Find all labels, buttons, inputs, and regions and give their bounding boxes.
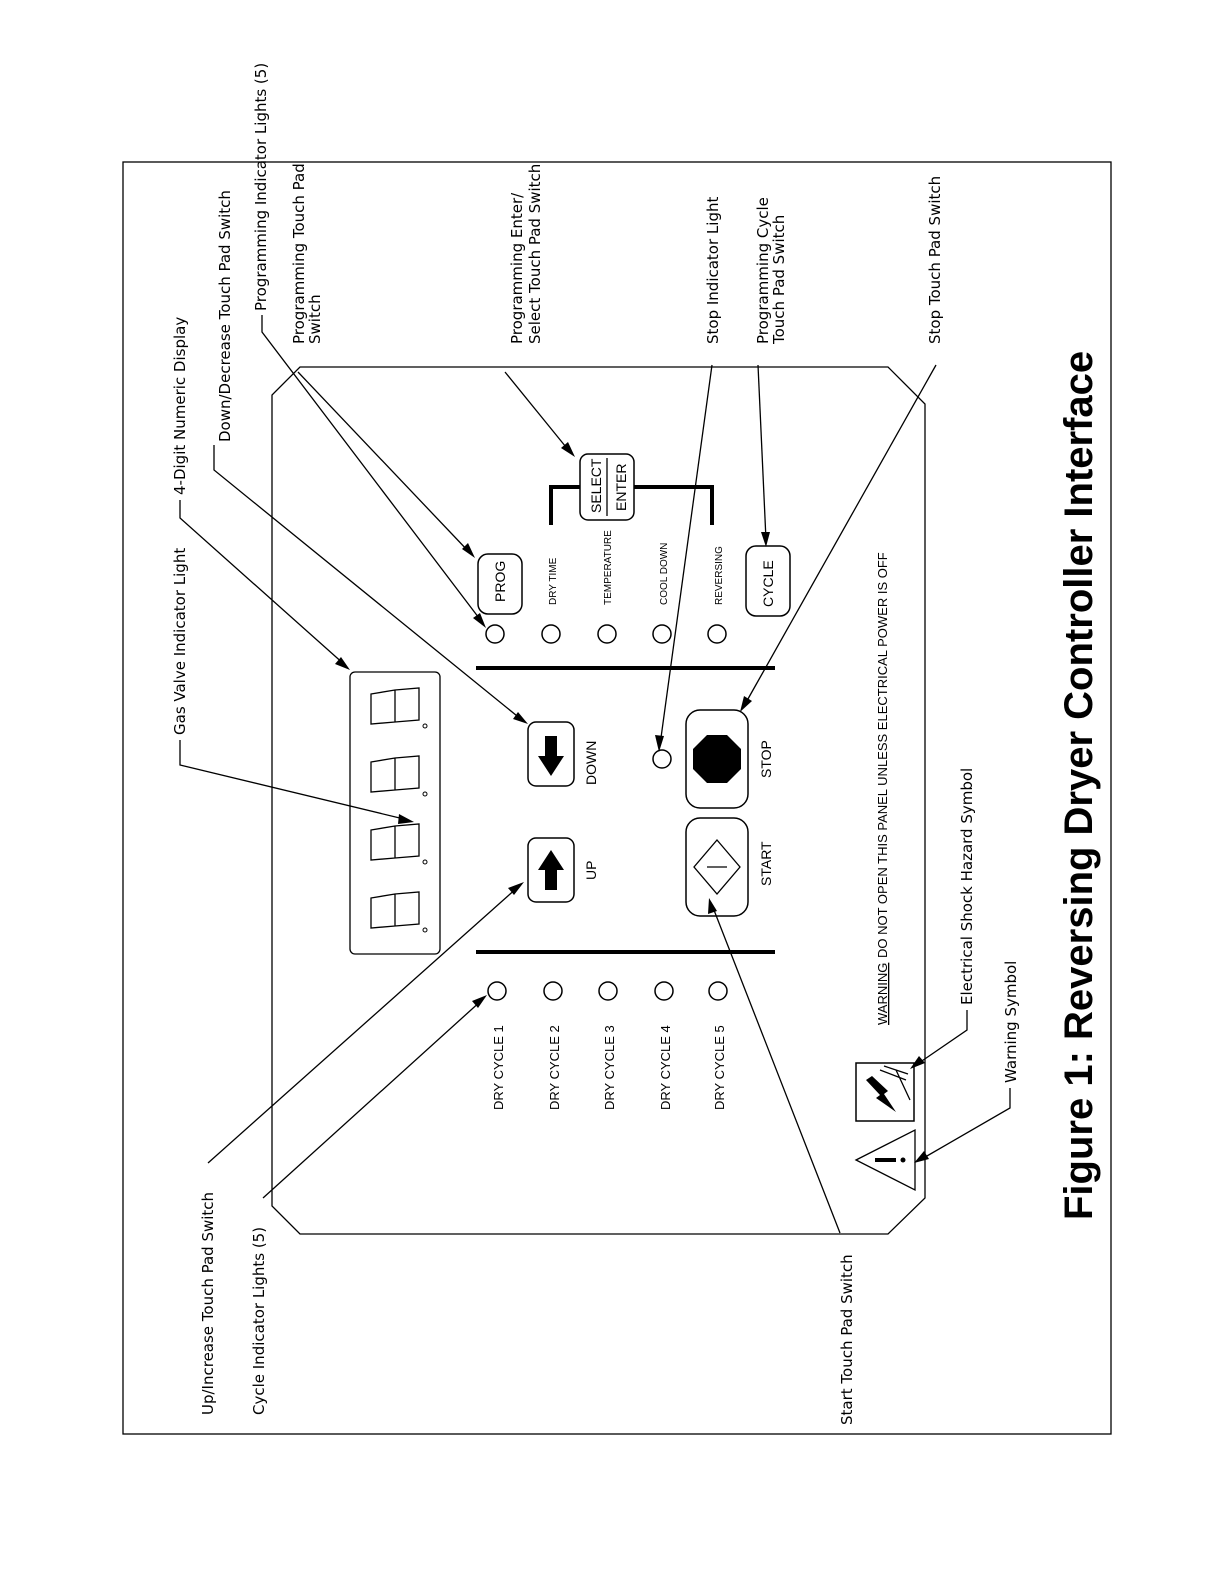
callout-prog-switch-2: Switch [306,294,324,344]
dry-cycle-light-4 [654,981,674,1001]
callout-labels: Up/Increase Touch Pad Switch Cycle Indic… [171,63,1020,1425]
digit-4 [370,687,428,729]
callout-cycle-switch-1: Programming Cycle [754,197,772,344]
shock-hazard-icon [855,1062,915,1122]
start-label: START [758,841,774,886]
down-arrow-icon [538,736,564,776]
dry-cycle-label-4: DRY CYCLE 4 [658,1025,673,1110]
figure-title: Figure 1: Reversing Dryer Controller Int… [1057,351,1101,1220]
prog-item-reversing: REVERSING [714,546,725,605]
callout-enter-1: Programming Enter/ [508,192,526,344]
dry-cycle-label-5: DRY CYCLE 5 [712,1025,727,1110]
start-button[interactable] [685,817,749,917]
prog-button-label: PROG [492,561,508,602]
prog-light-2 [597,624,617,644]
warning-triangle-icon [854,1128,916,1192]
figure-frame [122,161,1112,1435]
up-arrow-icon [538,850,564,890]
select-label: SELECT [588,458,604,513]
callout-down-decrease: Down/Decrease Touch Pad Switch [216,190,234,442]
cycle-button-label: CYCLE [760,560,776,607]
programming-list: DRY TIME TEMPERATURE COOL DOWN REVERSING [485,530,727,644]
dry-cycle-light-3 [598,981,618,1001]
prog-light-0 [485,624,505,644]
warning-word: WARNING [875,963,890,1025]
callout-cycle-switch-2: Touch Pad Switch [770,215,788,345]
prog-item-cool-down: COOL DOWN [659,543,670,605]
warning-text: DO NOT OPEN THIS PANEL UNLESS ELECTRICAL… [875,552,890,958]
callout-stop-light: Stop Indicator Light [704,197,722,344]
cycle-button[interactable]: CYCLE [745,545,791,617]
digit-1 [370,891,428,933]
stop-indicator-light [652,749,672,769]
numeric-display [349,671,441,955]
dry-cycle-list: DRY CYCLE 1 DRY CYCLE 2 DRY CYCLE 3 DRY … [487,981,728,1110]
callout-prog-switch-1: Programming Touch Pad [290,163,308,344]
stop-button[interactable] [685,709,749,809]
callout-warning-symbol: Warning Symbol [1002,961,1020,1083]
prog-item-temperature: TEMPERATURE [603,530,614,605]
prog-item-dry-time: DRY TIME [548,557,559,605]
dry-cycle-light-1 [487,981,507,1001]
start-diamond-icon [693,838,741,896]
digit-2 [370,823,428,865]
dry-cycle-label-1: DRY CYCLE 1 [491,1025,506,1110]
select-bracket [549,485,714,525]
select-enter-button[interactable]: SELECT ENTER [579,453,635,521]
callout-numeric-display: 4-Digit Numeric Display [171,317,189,495]
dry-cycle-label-2: DRY CYCLE 2 [547,1025,562,1110]
prog-light-4 [707,624,727,644]
callout-start-switch: Start Touch Pad Switch [838,1254,856,1425]
callout-gas-valve: Gas Valve Indicator Light [171,548,189,735]
up-label: UP [583,861,599,880]
stop-label: STOP [758,740,774,778]
callout-enter-2: Select Touch Pad Switch [526,164,544,344]
callout-shock-symbol: Electrical Shock Hazard Symbol [958,768,976,1005]
down-button[interactable] [527,721,575,787]
callout-stop-switch: Stop Touch Pad Switch [926,176,944,344]
dry-cycle-light-5 [708,981,728,1001]
up-button[interactable] [527,837,575,903]
down-label: DOWN [583,741,599,785]
control-panel-outline [271,366,926,1235]
dry-cycle-label-3: DRY CYCLE 3 [602,1025,617,1110]
prog-light-3 [652,624,672,644]
stop-octagon-icon [693,735,741,783]
callout-up-increase: Up/Increase Touch Pad Switch [199,1192,217,1415]
enter-label: ENTER [613,464,629,511]
leader-lines [179,315,1011,1234]
prog-light-1 [541,624,561,644]
dry-cycle-light-2 [543,981,563,1001]
callout-prog-lights: Programming Indicator Lights (5) [252,63,270,311]
prog-button[interactable]: PROG [477,553,523,615]
callout-cycle-lights: Cycle Indicator Lights (5) [250,1227,268,1415]
digit-3 [370,755,428,797]
